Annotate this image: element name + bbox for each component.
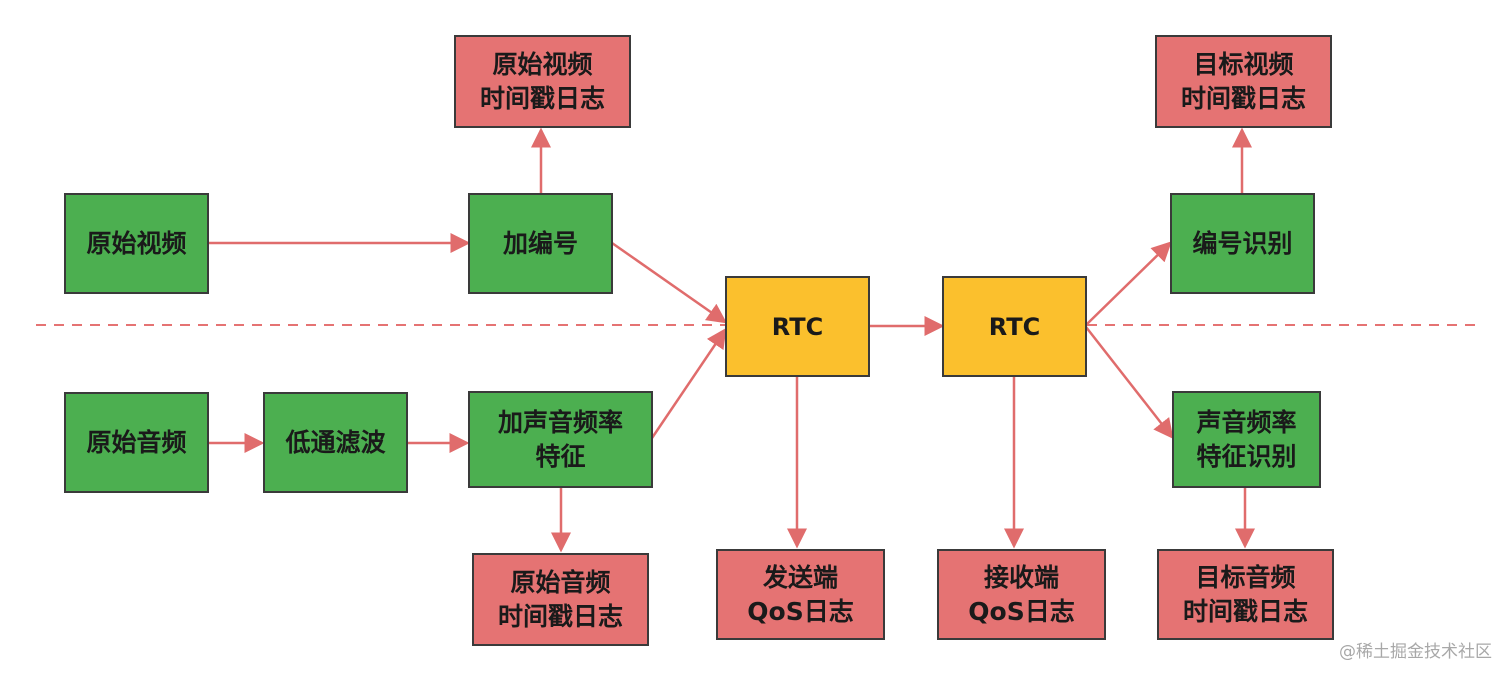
node-target-video-log-line-1: 目标视频 (1193, 49, 1294, 79)
node-audio-feature-recognition: 声音频率 特征识别 (1172, 391, 1321, 488)
watermark: @稀土掘金技术社区 (1339, 642, 1492, 662)
node-receiver-qos-log-line-1: 接收端 (983, 562, 1059, 592)
node-rtc-receiver-label: RTC (988, 312, 1041, 341)
arrow-audio-feature-to-rtc (650, 327, 727, 439)
node-receiver-qos-log: 接收端 QoS日志 (937, 549, 1106, 640)
node-raw-video-log: 原始视频 时间戳日志 (454, 35, 631, 128)
node-target-audio-log-line-1: 目标音频 (1195, 562, 1296, 592)
node-lowpass-filter: 低通滤波 (263, 392, 408, 493)
node-raw-audio-line-1: 原始音频 (86, 427, 187, 457)
node-add-number-line-1: 加编号 (502, 228, 578, 258)
node-number-recognition-line-1: 编号识别 (1192, 228, 1293, 258)
node-lowpass-filter-line-1: 低通滤波 (285, 427, 386, 457)
node-target-video-log: 目标视频 时间戳日志 (1155, 35, 1332, 128)
arrow-add-number-to-rtc (611, 241, 728, 324)
node-target-video-log-line-2: 时间戳日志 (1180, 83, 1306, 113)
arrow-rtc-to-number-recognition (1085, 241, 1172, 326)
node-sender-qos-log-line-2: QoS日志 (747, 596, 854, 626)
node-raw-audio-log-line-2: 时间戳日志 (497, 601, 623, 631)
node-raw-audio-log: 原始音频 时间戳日志 (472, 553, 649, 646)
node-sender-qos-log: 发送端 QoS日志 (716, 549, 885, 640)
node-raw-video-log-line-2: 时间戳日志 (479, 83, 605, 113)
node-audio-feature-recognition-line-2: 特征识别 (1196, 441, 1297, 471)
node-rtc-sender-label: RTC (771, 312, 824, 341)
node-target-audio-log: 目标音频 时间戳日志 (1157, 549, 1334, 640)
node-add-audio-feature-line-1: 加声音频率 (497, 407, 623, 437)
node-raw-video-line-1: 原始视频 (86, 228, 187, 258)
node-add-audio-feature: 加声音频率 特征 (468, 391, 653, 488)
node-raw-audio: 原始音频 (64, 392, 209, 493)
node-number-recognition: 编号识别 (1170, 193, 1315, 294)
node-target-audio-log-line-2: 时间戳日志 (1182, 596, 1308, 626)
arrow-rtc-to-audio-feature-recognition (1085, 326, 1174, 439)
node-rtc-sender: RTC (725, 276, 870, 377)
node-sender-qos-log-line-1: 发送端 (762, 562, 838, 592)
node-rtc-receiver: RTC (942, 276, 1087, 377)
node-raw-video: 原始视频 (64, 193, 209, 294)
node-receiver-qos-log-line-2: QoS日志 (968, 596, 1075, 626)
node-raw-audio-log-line-1: 原始音频 (510, 567, 611, 597)
node-add-audio-feature-line-2: 特征 (535, 441, 586, 471)
node-audio-feature-recognition-line-1: 声音频率 (1196, 407, 1297, 437)
node-raw-video-log-line-1: 原始视频 (492, 49, 593, 79)
node-add-number: 加编号 (468, 193, 613, 294)
